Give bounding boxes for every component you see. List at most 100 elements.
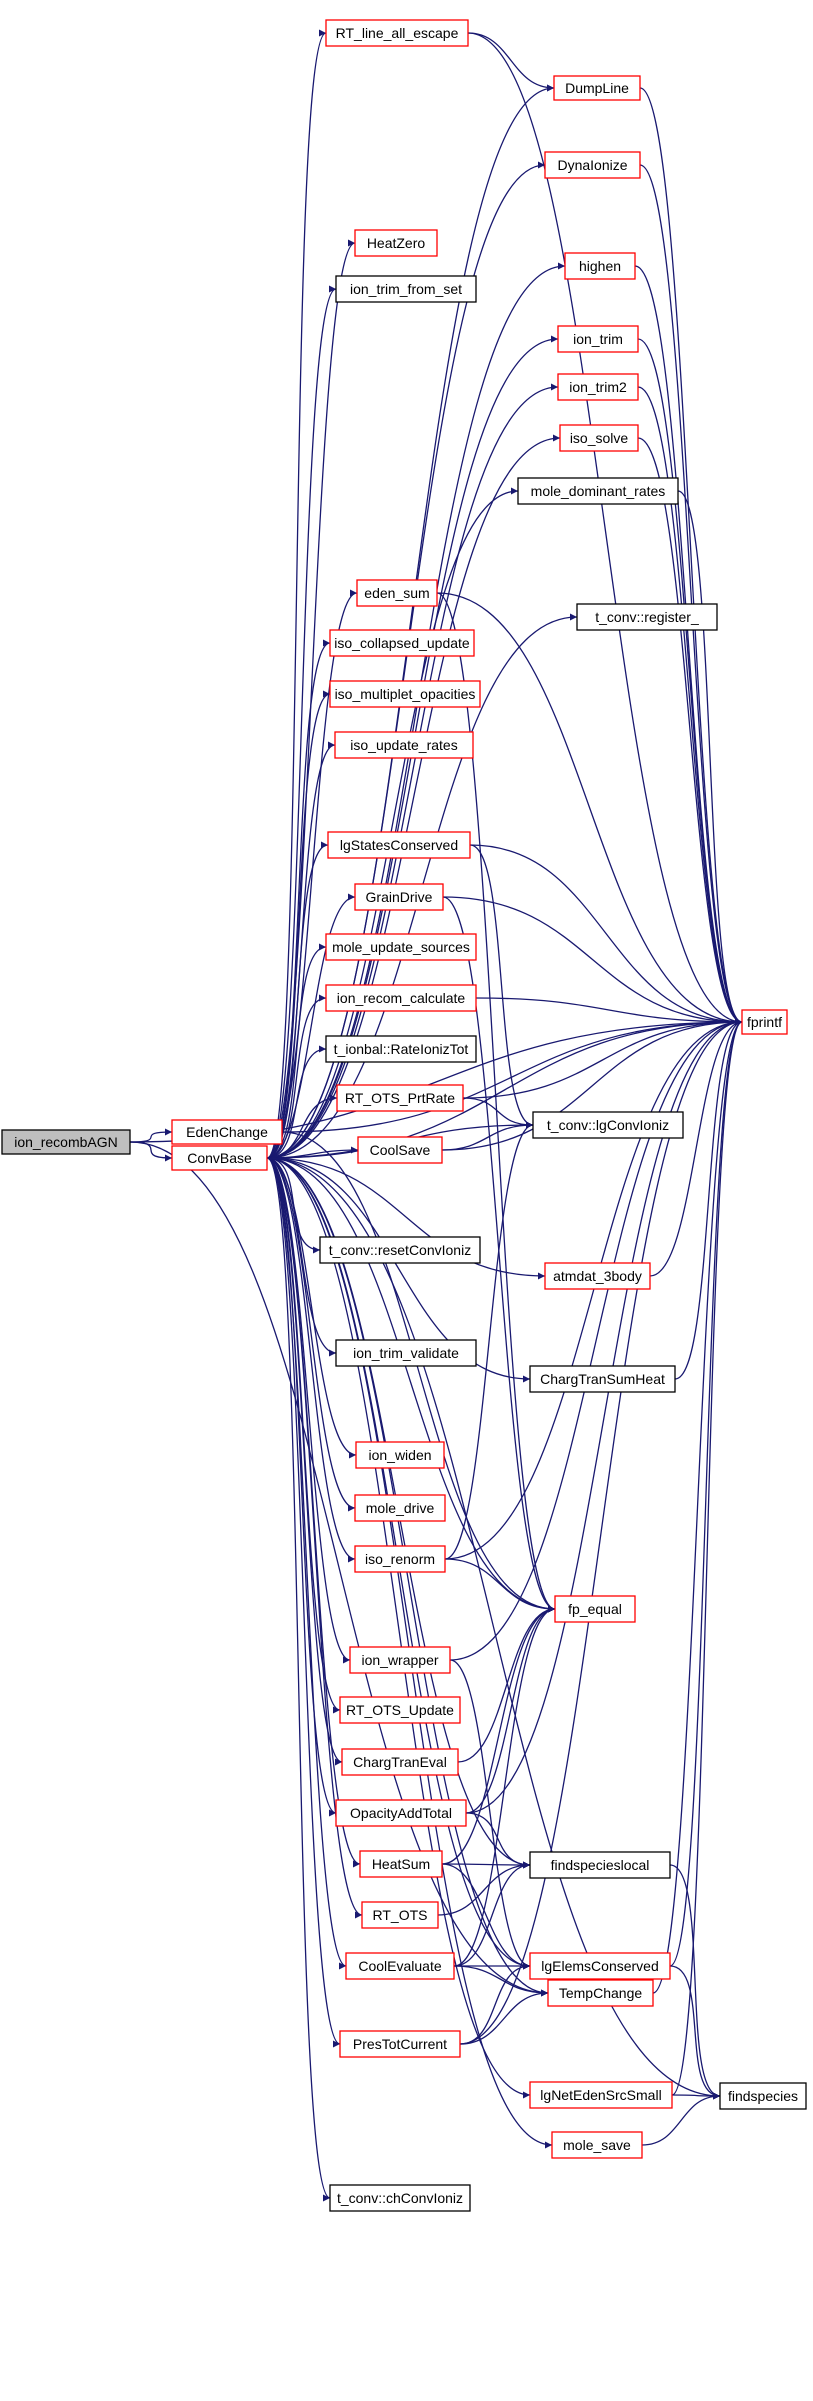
node-box xyxy=(544,151,641,179)
node-ion-wrapper[interactable]: ion_wrapper xyxy=(349,1646,451,1674)
node-t-conv-lgconvioniz[interactable]: t_conv::lgConvIoniz xyxy=(532,1111,684,1139)
edge-opacityaddtotal-to-fprintf xyxy=(465,1018,743,1814)
node-iso-renorm[interactable]: iso_renorm xyxy=(354,1545,446,1573)
node-iso-update-rates[interactable]: iso_update_rates xyxy=(334,731,474,759)
node-opacityaddtotal[interactable]: OpacityAddTotal xyxy=(335,1799,467,1827)
node-convbase[interactable]: ConvBase xyxy=(171,1145,268,1171)
node-label: ion_widen xyxy=(368,1447,431,1463)
node-heatsum[interactable]: HeatSum xyxy=(359,1850,443,1878)
node-t-ionbal-rateioniztot[interactable]: t_ionbal::RateIonizTot xyxy=(325,1035,477,1063)
edge-convbase-to-mole-update-sources xyxy=(266,943,327,1159)
node-iso-multiplet-opacities[interactable]: iso_multiplet_opacities xyxy=(329,680,481,708)
edge-ion-trim2-to-fprintf xyxy=(637,386,743,1026)
node-label: RT_line_all_escape xyxy=(336,25,459,41)
node-ion-trim2[interactable]: ion_trim2 xyxy=(557,373,639,401)
node-label: DynaIonize xyxy=(557,157,627,173)
node-box xyxy=(576,603,718,631)
node-mole-drive[interactable]: mole_drive xyxy=(354,1494,446,1522)
edge-iso-solve-to-fprintf xyxy=(637,437,743,1026)
edge-convbase-to-chargtransumheat xyxy=(266,1157,531,1383)
node-rt-ots-update[interactable]: RT_OTS_Update xyxy=(339,1696,461,1724)
edge-iso-renorm-to-t-conv-lgconvioniz xyxy=(444,1121,534,1560)
node-rt-ots[interactable]: RT_OTS xyxy=(361,1901,439,1929)
node-label: eden_sum xyxy=(364,585,429,601)
node-label: fprintf xyxy=(747,1014,782,1030)
edge-rt-ots-to-findspecieslocal xyxy=(437,1861,531,1916)
node-edenchange[interactable]: EdenChange xyxy=(171,1119,283,1145)
node-label: t_conv::chConvIoniz xyxy=(337,2190,463,2206)
edge-ion-wrapper-to-fprintf xyxy=(449,1018,743,1661)
node-heatzero[interactable]: HeatZero xyxy=(354,229,438,257)
node-label: HeatSum xyxy=(372,1856,430,1872)
edge-prestotcurrent-to-fprintf xyxy=(459,1018,743,2045)
node-ion-recombagn[interactable]: ion_recombAGN xyxy=(1,1129,131,1155)
node-lgstatesconserved[interactable]: lgStatesConserved xyxy=(327,831,471,859)
node-coolevaluate[interactable]: CoolEvaluate xyxy=(345,1952,455,1980)
node-label: HeatZero xyxy=(367,235,426,251)
node-box xyxy=(356,579,438,607)
node-t-conv-chconvioniz[interactable]: t_conv::chConvIoniz xyxy=(329,2184,471,2212)
node-iso-collapsed-update[interactable]: iso_collapsed_update xyxy=(329,629,475,657)
edge-rt-line-all-escape-to-dumpline xyxy=(467,32,555,92)
node-graindrive[interactable]: GrainDrive xyxy=(354,883,444,911)
node-ion-trim-from-set[interactable]: ion_trim_from_set xyxy=(335,275,477,303)
node-box xyxy=(354,1494,446,1522)
node-mole-update-sources[interactable]: mole_update_sources xyxy=(325,933,477,961)
node-highen[interactable]: highen xyxy=(564,252,636,280)
edge-lgnetedensrcsmall-to-fprintf xyxy=(671,1018,743,2096)
node-mole-save[interactable]: mole_save xyxy=(551,2131,643,2159)
edge-heatsum-to-fp-equal xyxy=(441,1605,556,1865)
edge-ion-recombagn-to-edenchange xyxy=(129,1128,173,1143)
node-dumpline[interactable]: DumpLine xyxy=(553,75,641,101)
node-box xyxy=(325,933,477,961)
edge-convbase-to-iso-renorm xyxy=(266,1157,356,1563)
node-iso-solve[interactable]: iso_solve xyxy=(559,424,639,452)
node-prestotcurrent[interactable]: PresTotCurrent xyxy=(339,2030,461,2058)
node-tempchange[interactable]: TempChange xyxy=(547,1979,654,2007)
node-box xyxy=(529,1952,671,1980)
node-t-conv-resetconvioniz[interactable]: t_conv::resetConvIoniz xyxy=(319,1236,481,1264)
node-box xyxy=(334,731,474,759)
node-ion-recom-calculate[interactable]: ion_recom_calculate xyxy=(325,984,477,1012)
edge-convbase-to-ion-trim2 xyxy=(266,383,559,1159)
node-label: GrainDrive xyxy=(366,889,433,905)
node-rt-ots-prtrate[interactable]: RT_OTS_PrtRate xyxy=(336,1084,464,1112)
edge-edenchange-to-fprintf xyxy=(281,1018,743,1133)
edge-convbase-to-t-conv-chconvioniz xyxy=(266,1157,331,2202)
node-findspecies[interactable]: findspecies xyxy=(719,2082,807,2110)
node-label: iso_multiplet_opacities xyxy=(335,686,476,702)
node-dynaionize[interactable]: DynaIonize xyxy=(544,151,641,179)
node-mole-dominant-rates[interactable]: mole_dominant_rates xyxy=(517,477,679,505)
edge-mole-save-to-findspecies xyxy=(641,2092,721,2146)
node-label: CoolEvaluate xyxy=(358,1958,441,1974)
node-rt-line-all-escape[interactable]: RT_line_all_escape xyxy=(325,19,469,47)
node-label: findspecieslocal xyxy=(551,1857,650,1873)
node-box xyxy=(171,1145,268,1171)
edge-convbase-to-tempchange xyxy=(266,1157,549,1997)
node-label: CoolSave xyxy=(370,1142,431,1158)
node-atmdat-3body[interactable]: atmdat_3body xyxy=(544,1262,651,1290)
edge-opacityaddtotal-to-findspecieslocal xyxy=(465,1812,531,1869)
edge-convbase-to-mole-drive xyxy=(266,1157,356,1512)
node-box xyxy=(325,1035,477,1063)
edge-convbase-to-rt-ots-prtrate xyxy=(266,1094,338,1159)
node-lgnetedensrcsmall[interactable]: lgNetEdenSrcSmall xyxy=(529,2081,673,2109)
node-findspecieslocal[interactable]: findspecieslocal xyxy=(529,1851,671,1879)
node-fprintf[interactable]: fprintf xyxy=(741,1009,788,1035)
node-lgelemsconserved[interactable]: lgElemsConserved xyxy=(529,1952,671,1980)
node-t-conv-register[interactable]: t_conv::register_ xyxy=(576,603,718,631)
node-box xyxy=(329,629,475,657)
node-ion-trim[interactable]: ion_trim xyxy=(557,325,639,353)
node-coolsave[interactable]: CoolSave xyxy=(357,1136,443,1164)
node-ion-widen[interactable]: ion_widen xyxy=(355,1441,445,1469)
node-fp-equal[interactable]: fp_equal xyxy=(554,1595,636,1623)
node-ion-trim-validate[interactable]: ion_trim_validate xyxy=(335,1339,477,1367)
edge-coolevaluate-to-fp-equal xyxy=(453,1605,556,1967)
edge-ion-recombagn-to-tempchange xyxy=(129,1141,549,1997)
edge-coolevaluate-to-tempchange xyxy=(453,1965,549,1997)
node-label: lgStatesConserved xyxy=(340,837,458,853)
edge-chargtraneval-to-fp-equal xyxy=(457,1605,556,1763)
node-chargtraneval[interactable]: ChargTranEval xyxy=(341,1748,459,1776)
node-chargtransumheat[interactable]: ChargTranSumHeat xyxy=(529,1365,676,1393)
node-eden-sum[interactable]: eden_sum xyxy=(356,579,438,607)
